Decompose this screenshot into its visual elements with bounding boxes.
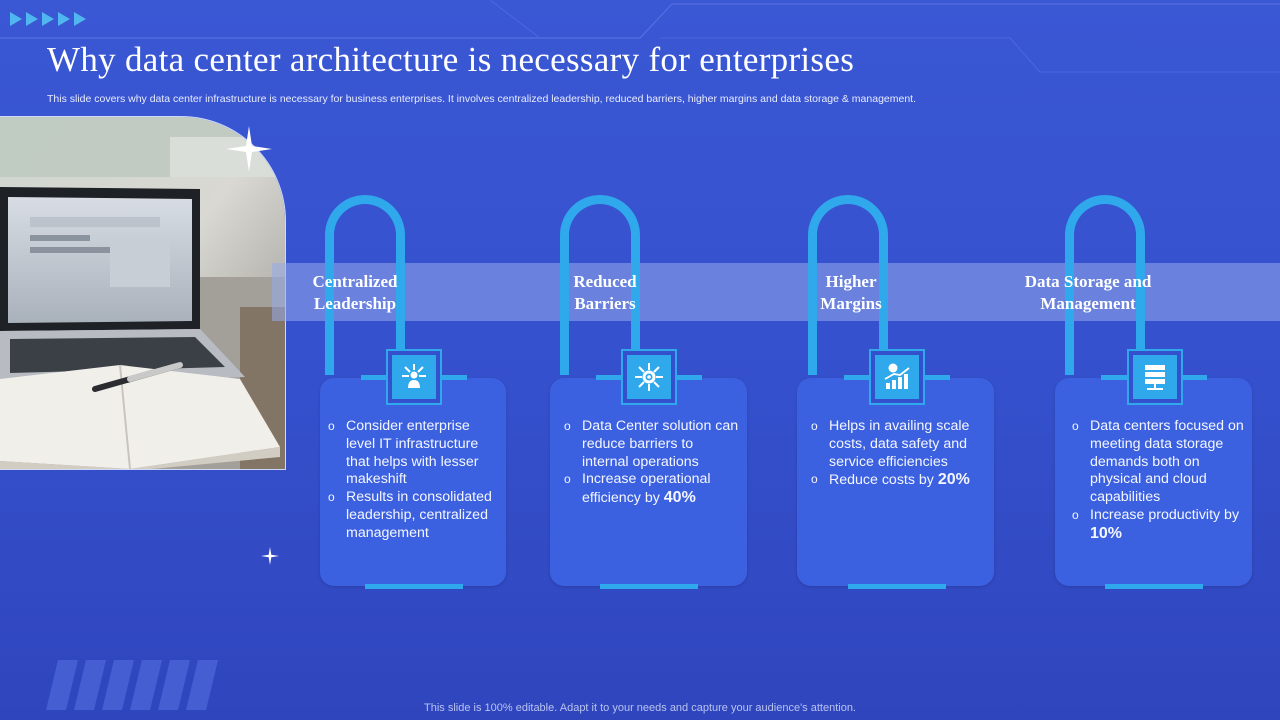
list-item: Consider enterprise level IT infrastruct…: [328, 418, 500, 489]
card-bottom-line-3: [848, 584, 946, 589]
list-item: Increase operational efficiency by 40%: [564, 471, 740, 508]
card-bottom-line-2: [600, 584, 698, 589]
server-icon: [1145, 365, 1165, 390]
column-points-1: Consider enterprise level IT infrastruct…: [328, 418, 500, 543]
slide-title: Why data center architecture is necessar…: [47, 40, 855, 79]
list-item: Data centers focused on meeting data sto…: [1072, 418, 1248, 507]
sparkle-small-icon: [261, 547, 279, 565]
icon-box-2: [621, 349, 677, 405]
arrow-decoration: [10, 12, 86, 26]
list-item: Helps in availing scale costs, data safe…: [811, 418, 987, 471]
connector-arch-2: [560, 195, 640, 375]
list-item: Data Center solution can reduce barriers…: [564, 418, 740, 471]
sparkle-icon: [226, 126, 272, 172]
card-bottom-line-4: [1105, 584, 1203, 589]
leader-network-icon: [402, 364, 426, 388]
laptop-photo: [0, 116, 286, 470]
growth-chart-icon: [884, 363, 910, 389]
footer-note: This slide is 100% editable. Adapt it to…: [424, 702, 856, 714]
connector-arch-1: [325, 195, 405, 375]
gear-arrows-icon: [635, 363, 663, 391]
list-item: Increase productivity by 10%: [1072, 507, 1248, 544]
card-bottom-line-1: [365, 584, 463, 589]
column-points-3: Helps in availing scale costs, data safe…: [811, 418, 987, 490]
stripe-decoration: [46, 660, 218, 710]
connector-arch-3: [808, 195, 888, 375]
icon-box-1: [386, 349, 442, 405]
column-points-2: Data Center solution can reduce barriers…: [564, 418, 740, 508]
list-item: Reduce costs by 20%: [811, 471, 987, 490]
slide-subtitle: This slide covers why data center infras…: [47, 93, 917, 105]
icon-box-4: [1127, 349, 1183, 405]
column-points-4: Data centers focused on meeting data sto…: [1072, 418, 1248, 544]
icon-box-3: [869, 349, 925, 405]
list-item: Results in consolidated leadership, cent…: [328, 489, 500, 542]
heading-band: [272, 263, 1280, 321]
connector-arch-4: [1065, 195, 1145, 375]
